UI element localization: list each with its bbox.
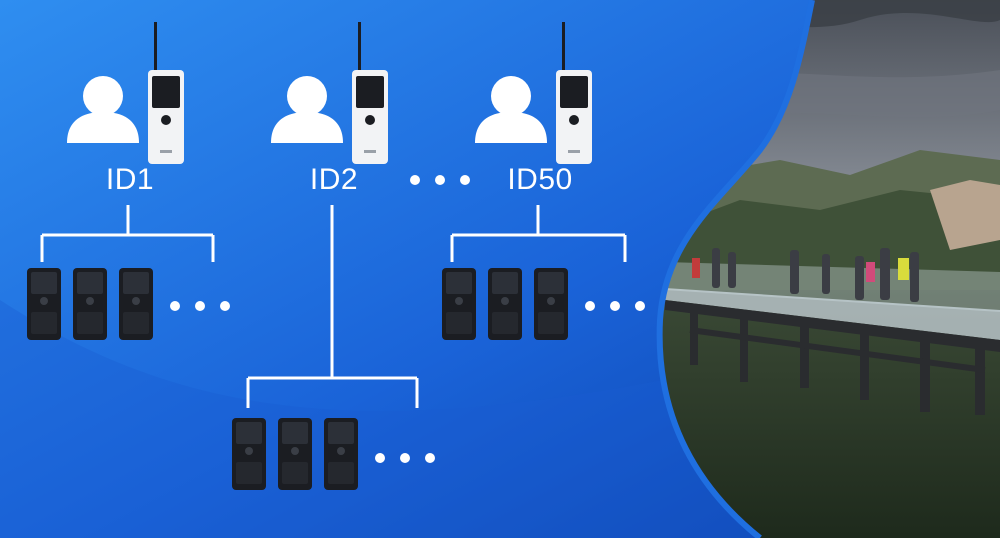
ellipsis-icon xyxy=(410,174,470,186)
background-wave xyxy=(0,300,760,538)
receiver-icon xyxy=(278,418,312,490)
ellipsis-icon xyxy=(375,452,435,464)
ellipsis-icon xyxy=(170,300,230,312)
photo-border xyxy=(656,0,815,538)
receiver-icon xyxy=(534,268,568,340)
group-id-label: ID1 xyxy=(105,163,155,196)
receiver-icon xyxy=(442,268,476,340)
receiver-icon xyxy=(27,268,61,340)
receiver-icon xyxy=(73,268,107,340)
receiver-icon xyxy=(324,418,358,490)
person-icon xyxy=(67,76,139,143)
receiver-icon xyxy=(119,268,153,340)
person-icon xyxy=(271,76,343,143)
transmitter-icon xyxy=(556,22,592,164)
receiver-icon xyxy=(488,268,522,340)
receiver-icon xyxy=(232,418,266,490)
skywalk-photo xyxy=(659,0,1000,538)
connector-lines xyxy=(40,205,627,408)
group-id-label: ID50 xyxy=(507,163,573,196)
ellipsis-icon xyxy=(585,300,645,312)
transmitter-icon xyxy=(148,22,184,164)
group-id-label: ID2 xyxy=(309,163,359,196)
person-icon xyxy=(475,76,547,143)
transmitter-icon xyxy=(352,22,388,164)
